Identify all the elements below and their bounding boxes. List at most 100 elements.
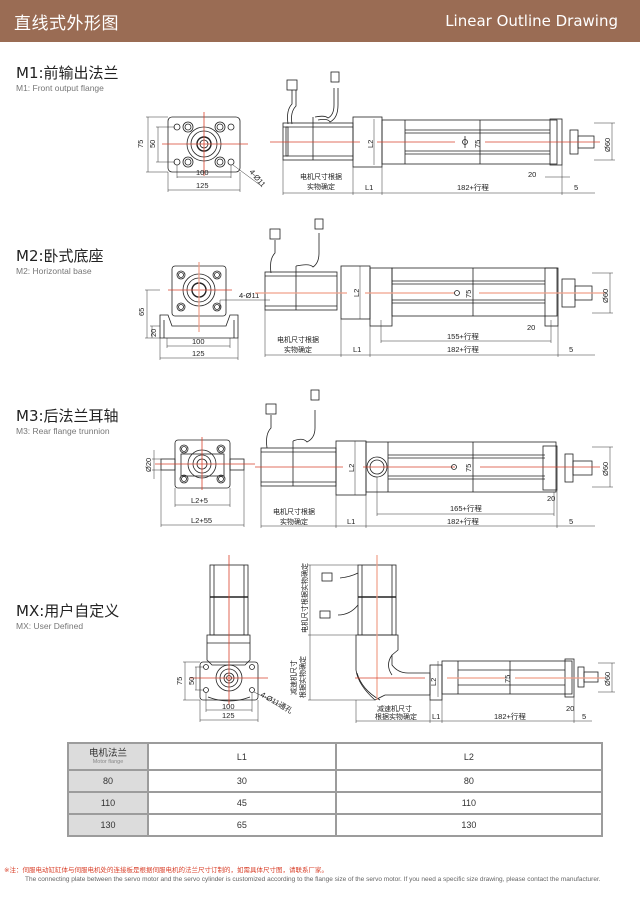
reducer xyxy=(206,634,251,666)
m2-side-view: 75 L2 Ø60 20 155+行程 电机尺寸根据 实物确定 L1 182+行… xyxy=(255,218,613,357)
cell-l2: 110 xyxy=(334,791,604,815)
dim-end: 20 xyxy=(527,323,535,332)
motor-note: 电机尺寸根据 xyxy=(277,335,319,344)
trunnion-pin-left xyxy=(160,458,176,471)
motor-note-vertical: 电机尺寸根据实物确定 xyxy=(300,563,309,633)
section-title-m1: M1:前输出法兰 xyxy=(16,64,119,82)
cell-l2: 130 xyxy=(334,813,604,837)
m1-side-view: 75 L2 Ø60 20 电机尺寸根据 实物确定 L1 182+行程 5 xyxy=(270,71,615,195)
dim-tip: 5 xyxy=(574,183,578,192)
dim-width: 125 xyxy=(222,711,235,720)
dim-width: L2+55 xyxy=(191,516,212,525)
section-subtitle-m3: M3: Rear flange trunnion xyxy=(16,426,110,436)
dim-tip: 5 xyxy=(569,345,573,354)
section-subtitle-m1: M1: Front output flange xyxy=(16,83,104,93)
dim-height: 75 xyxy=(175,677,184,685)
svg-text:实物确定: 实物确定 xyxy=(280,517,308,526)
dim-rod-dia: Ø60 xyxy=(601,462,610,476)
cell-flange: 110 xyxy=(67,791,149,815)
motor-cables xyxy=(266,410,316,449)
svg-text:实物确定: 实物确定 xyxy=(307,182,335,191)
section-subtitle-m2: M2: Horizontal base xyxy=(16,266,92,276)
motor-flange-table: 电机法兰 Motor flange L1 L2 80 30 80 110 45 … xyxy=(67,742,604,837)
dim-height: 75 xyxy=(136,140,145,148)
table-row: 80 30 80 xyxy=(67,769,604,793)
motor-cables xyxy=(286,71,340,125)
dim-l1: L1 xyxy=(347,517,355,526)
section-subtitle-mx: MX: User Defined xyxy=(16,621,84,631)
dim-rod-dia: Ø60 xyxy=(603,138,612,152)
dim-width: 125 xyxy=(196,181,209,190)
cylinder-body xyxy=(391,267,558,317)
dim-inner-width: 100 xyxy=(222,702,235,711)
cell-flange: 130 xyxy=(67,813,149,837)
section-title-mx: MX:用户自定义 xyxy=(16,602,120,620)
dim-rod-dia: Ø60 xyxy=(603,672,612,686)
base-feet xyxy=(159,314,239,339)
section-title-m2: M2:卧式底座 xyxy=(16,247,104,265)
dim-mount: 165+行程 xyxy=(450,503,482,513)
dim-tip: 5 xyxy=(582,712,586,721)
motor xyxy=(282,117,354,161)
dim-height: 65 xyxy=(137,308,146,316)
trunnion-pin-right xyxy=(229,458,245,471)
footnote-cn: ※注：伺服电动缸缸体与伺服电机处的连接板是根据伺服电机的法兰尺寸订制的，如需具体… xyxy=(4,866,328,874)
dim-body: 182+行程 xyxy=(447,516,479,526)
motor-note: 电机尺寸根据 xyxy=(273,507,315,516)
header-l1: L1 xyxy=(147,742,337,771)
table-header-row: 电机法兰 Motor flange L1 L2 xyxy=(67,742,604,771)
footnote: ※注：伺服电动缸缸体与伺服电机处的连接板是根据伺服电机的法兰尺寸订制的，如需具体… xyxy=(4,866,624,884)
dim-inner-width: 100 xyxy=(192,337,205,346)
dim-l2: L2 xyxy=(429,678,438,686)
rod-nut xyxy=(564,453,574,483)
dim-pin: Ø20 xyxy=(144,458,153,472)
dim-end: 20 xyxy=(547,494,555,503)
dim-body: 182+行程 xyxy=(447,344,479,354)
section-title-m3: M3:后法兰耳轴 xyxy=(16,407,119,425)
dim-body: 182+行程 xyxy=(457,182,489,192)
rear-block xyxy=(369,267,393,327)
mx-side-view: 电机尺寸根据实物确定 减速机尺寸 根据实物确定 L2 75 Ø60 20 减速机… xyxy=(289,555,615,723)
dim-l1: L1 xyxy=(432,712,440,721)
dim-tube: 75 xyxy=(503,675,512,683)
svg-text:实物确定: 实物确定 xyxy=(284,345,312,354)
rod-nut xyxy=(577,666,585,688)
page-title-en: Linear Outline Drawing xyxy=(445,12,618,30)
dim-inner-height: 50 xyxy=(148,140,157,148)
m3-front-view: Ø20 L2+5 L2+55 xyxy=(144,437,255,527)
rod xyxy=(583,671,599,683)
m2-front-view: 65 20 100 125 4-Ø11 xyxy=(137,262,270,360)
dim-tube: 75 xyxy=(473,140,482,148)
motor-cables xyxy=(270,233,320,274)
cell-flange: 80 xyxy=(67,769,149,793)
dim-inner-width: 100 xyxy=(196,168,209,177)
dim-tube: 75 xyxy=(464,464,473,472)
table-row: 110 45 110 xyxy=(67,791,604,815)
motor-note: 电机尺寸根据 xyxy=(300,172,342,181)
reducer-note-vertical-1: 减速机尺寸 xyxy=(289,660,298,695)
dim-l2: L2 xyxy=(366,140,375,148)
motor-cables xyxy=(337,572,359,616)
motor xyxy=(264,271,338,311)
hole-callout: 4-Ø11 xyxy=(239,291,259,300)
reducer-note: 减速机尺寸 xyxy=(377,704,412,713)
rod xyxy=(572,460,593,476)
svg-text:根据实物确定: 根据实物确定 xyxy=(375,712,417,721)
front-block xyxy=(544,267,559,327)
reducer-note-vertical-2: 根据实物确定 xyxy=(298,656,307,698)
dim-width: 125 xyxy=(192,349,205,358)
mx-front-view: 75 50 100 125 4-Ø11通孔 xyxy=(175,555,295,722)
dim-inner-width: L2+5 xyxy=(191,496,208,505)
m1-front-view: 75 50 100 125 4-Ø11 xyxy=(136,112,267,192)
cell-l2: 80 xyxy=(334,769,604,793)
dim-end: 20 xyxy=(528,170,536,179)
dim-mount: 155+行程 xyxy=(447,331,479,341)
page-title-cn: 直线式外形图 xyxy=(14,14,119,34)
dim-inner-height: 50 xyxy=(187,677,196,685)
dim-l2: L2 xyxy=(347,464,356,472)
footnote-en: The connecting plate between the servo m… xyxy=(25,875,601,883)
dim-end: 20 xyxy=(566,704,574,713)
dim-body: 182+行程 xyxy=(494,711,526,721)
cell-l1: 65 xyxy=(147,813,337,837)
dim-base-height: 20 xyxy=(149,329,158,337)
